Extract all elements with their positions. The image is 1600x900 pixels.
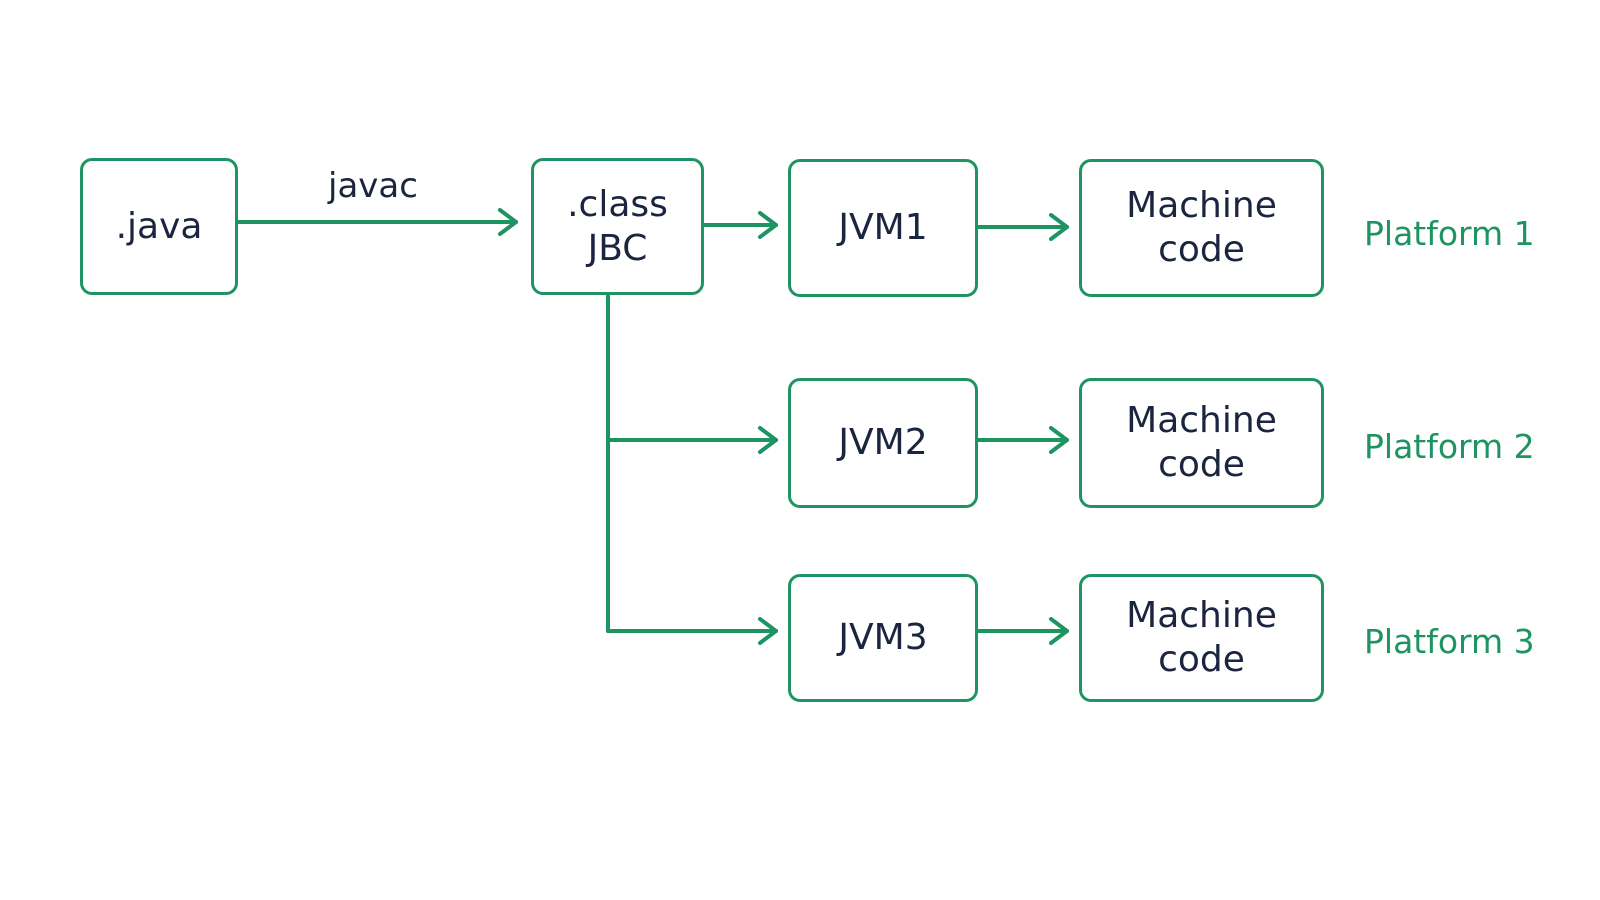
class-label: .class — [567, 183, 668, 225]
jbc-label: JBC — [587, 227, 648, 269]
machine-code-node-1: Machine code — [1079, 159, 1324, 297]
edge-class-jvm1-arrowhead — [758, 211, 778, 239]
platform-3-label: Platform 3 — [1364, 622, 1535, 661]
edge-jvm2-machine-arrowhead — [1049, 426, 1069, 454]
machine-code-1-line2: code — [1158, 229, 1245, 270]
platform-2-label: Platform 2 — [1364, 427, 1535, 466]
javac-edge-label: javac — [328, 166, 418, 206]
jvm2-node: JVM2 — [788, 378, 978, 508]
machine-code-node-3: Machine code — [1079, 574, 1324, 702]
machine-code-2-line1: Machine — [1126, 400, 1277, 441]
jvm3-node: JVM3 — [788, 574, 978, 702]
edge-javac-arrowhead — [498, 208, 518, 236]
edge-jvm3-machine-arrowhead — [1049, 617, 1069, 645]
machine-code-3-line2: code — [1158, 639, 1245, 680]
java-source-label: .java — [115, 205, 203, 247]
machine-code-node-2: Machine code — [1079, 378, 1324, 508]
edge-trunk-jvm2-arrowhead — [758, 426, 778, 454]
java-source-node: .java — [80, 158, 238, 295]
edge-jvm1-machine-arrowhead — [1049, 213, 1069, 241]
machine-code-2-line2: code — [1158, 444, 1245, 485]
platform-1-label: Platform 1 — [1364, 214, 1535, 253]
jvm3-label: JVM3 — [838, 617, 928, 658]
class-bytecode-node: .class JBC — [531, 158, 704, 295]
jvm1-node: JVM1 — [788, 159, 978, 297]
edge-trunk-jvm3-arrowhead — [758, 617, 778, 645]
jvm2-label: JVM2 — [838, 422, 928, 463]
machine-code-1-line1: Machine — [1126, 185, 1277, 226]
machine-code-3-line1: Machine — [1126, 595, 1277, 636]
jvm1-label: JVM1 — [838, 207, 928, 248]
